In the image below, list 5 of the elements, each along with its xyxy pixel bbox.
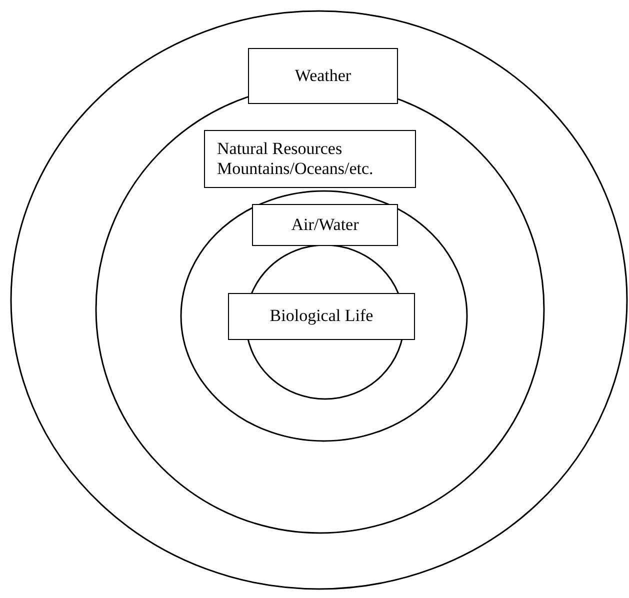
body-text: Mountains/Oceans/etc. [217,159,374,180]
label-box: Air/Water [252,204,398,246]
label-box: Biological Life [228,293,415,340]
label-box: Weather [248,48,398,104]
heading-text: Natural Resources [217,138,342,159]
